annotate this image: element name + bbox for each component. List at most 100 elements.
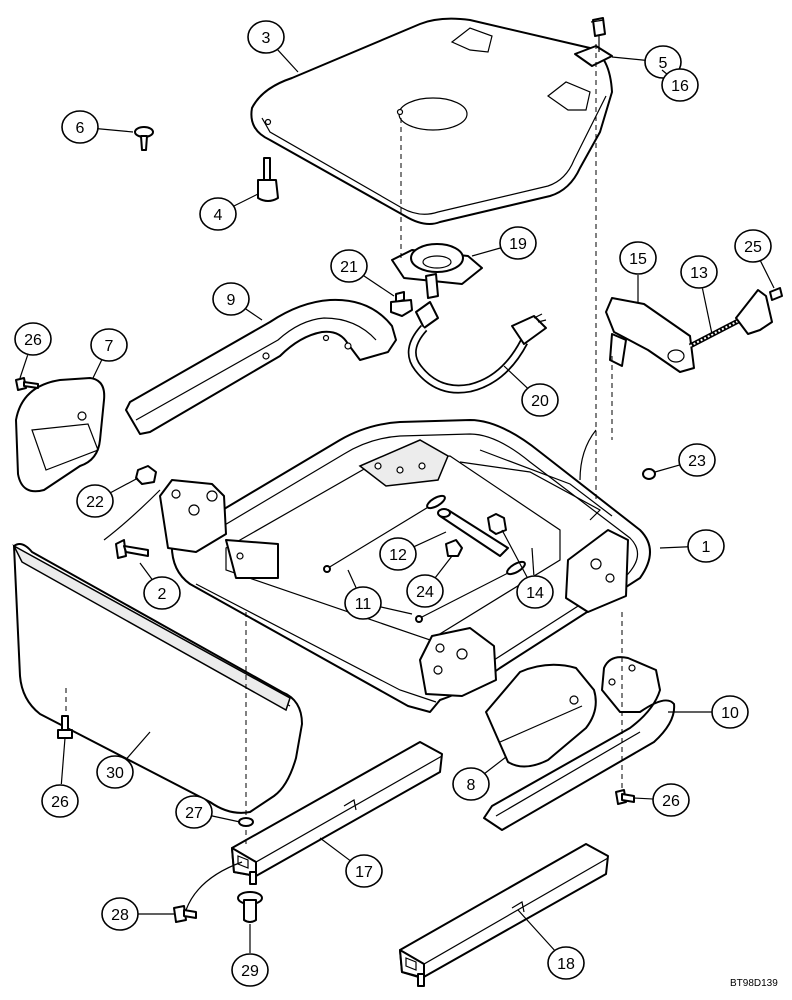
left-slide-rail-drawing bbox=[231, 741, 443, 885]
callout-circle bbox=[143, 576, 181, 610]
callout-circle bbox=[41, 784, 79, 818]
callout-circle bbox=[547, 946, 585, 980]
callout-label: 26 bbox=[51, 794, 69, 811]
lever-bracket-drawing bbox=[605, 297, 695, 373]
callout-6-push-rivet: 6 bbox=[61, 110, 134, 144]
callout-29-spacer: 29 bbox=[231, 924, 269, 987]
callout-13-adjuster-screw: 13 bbox=[680, 255, 718, 335]
callout-circle bbox=[247, 20, 285, 54]
bolt-26b-drawing bbox=[57, 688, 73, 739]
callout-label: 21 bbox=[340, 259, 358, 276]
callout-label: 30 bbox=[106, 765, 124, 782]
bracket-drawing bbox=[574, 17, 613, 67]
callout-label: 7 bbox=[105, 338, 114, 355]
callout-label: 9 bbox=[227, 292, 236, 309]
push-rivet-drawing bbox=[134, 126, 154, 151]
bolt-2-drawing bbox=[103, 489, 161, 559]
callout-label: 8 bbox=[467, 777, 476, 794]
callout-4-stud: 4 bbox=[199, 193, 259, 231]
callout-label: 6 bbox=[76, 120, 85, 137]
callout-leader bbox=[210, 815, 241, 823]
alignment-lines bbox=[579, 44, 613, 500]
washer-23-drawing bbox=[642, 468, 656, 480]
callout-circle bbox=[661, 68, 699, 102]
callout-circle bbox=[678, 443, 716, 477]
callout-label: 17 bbox=[355, 864, 373, 881]
callout-circle bbox=[734, 229, 772, 263]
callout-label: 28 bbox=[111, 907, 129, 924]
set-screw-drawing bbox=[769, 287, 783, 301]
callout-24-nut: 24 bbox=[406, 555, 453, 608]
callout-circle bbox=[344, 586, 382, 620]
callout-label: 27 bbox=[185, 805, 203, 822]
callout-28-bolt: 28 bbox=[101, 897, 174, 931]
bushing-drawing bbox=[487, 513, 507, 535]
callout-label: 4 bbox=[214, 207, 223, 224]
callout-label: 15 bbox=[629, 251, 647, 268]
callout-circle bbox=[652, 783, 690, 817]
seat-switch-drawing bbox=[391, 118, 483, 299]
nut-24-drawing bbox=[445, 539, 463, 557]
callout-16-screw: 16 bbox=[661, 68, 699, 102]
callout-26-bolt: 26 bbox=[41, 737, 79, 818]
callout-label: 24 bbox=[416, 584, 434, 601]
callout-circle bbox=[175, 795, 213, 829]
callout-leader bbox=[503, 365, 529, 389]
callout-leader bbox=[319, 837, 351, 862]
callout-leader bbox=[92, 360, 103, 379]
callout-leader bbox=[517, 909, 556, 951]
callout-27-washer: 27 bbox=[175, 795, 241, 829]
nut-21-drawing bbox=[390, 291, 413, 317]
callout-leader bbox=[125, 731, 151, 760]
callout-label: 20 bbox=[531, 393, 549, 410]
callout-circle bbox=[345, 854, 383, 888]
callout-label: 1 bbox=[702, 539, 711, 556]
callout-19-seat-switch: 19 bbox=[471, 226, 537, 260]
right-armrest-rail-drawing bbox=[483, 656, 676, 831]
callout-leader bbox=[611, 56, 647, 61]
callout-circle bbox=[61, 110, 99, 144]
callout-circle bbox=[516, 575, 554, 609]
nut-22-drawing bbox=[135, 465, 157, 485]
callout-23-washer: 23 bbox=[654, 443, 716, 477]
callout-layer: 1234567891011121314151617181920212223242… bbox=[14, 20, 775, 987]
callout-label: 25 bbox=[744, 239, 762, 256]
cable-drawing bbox=[323, 494, 526, 623]
callout-circle bbox=[14, 322, 52, 356]
bolt-26c-drawing bbox=[615, 612, 635, 805]
left-armrest-rail-drawing bbox=[125, 298, 397, 435]
callout-11-cable: 11 bbox=[344, 569, 413, 620]
callout-30-front-cover: 30 bbox=[96, 731, 151, 789]
callout-label: 23 bbox=[688, 453, 706, 470]
callout-circle bbox=[76, 484, 114, 518]
harness-drawing bbox=[407, 301, 547, 394]
callout-circle bbox=[231, 953, 269, 987]
figure-code: BT98D139 bbox=[730, 978, 778, 989]
callout-1-seat-frame: 1 bbox=[659, 529, 725, 563]
callout-8-right-side-cover: 8 bbox=[452, 756, 507, 801]
callout-leader bbox=[760, 260, 775, 289]
callout-leader bbox=[471, 247, 502, 257]
callout-15-lever-bracket: 15 bbox=[619, 241, 657, 302]
callout-leader bbox=[654, 464, 681, 473]
callout-circle bbox=[199, 197, 237, 231]
callout-leader bbox=[109, 477, 139, 494]
callout-12-pin: 12 bbox=[379, 531, 447, 571]
callout-circle bbox=[212, 282, 250, 316]
callout-circle bbox=[406, 574, 444, 608]
bolt-28-drawing bbox=[173, 861, 243, 923]
callout-leader bbox=[413, 531, 447, 548]
spacer-drawing bbox=[237, 891, 263, 923]
callout-label: 5 bbox=[659, 55, 668, 72]
callout-25-set-screw: 25 bbox=[734, 229, 775, 289]
stud-drawing bbox=[257, 157, 279, 202]
callout-label: 3 bbox=[262, 30, 271, 47]
callout-label: 22 bbox=[86, 494, 104, 511]
callout-circle bbox=[711, 695, 749, 729]
callout-circle bbox=[90, 328, 128, 362]
callout-leader bbox=[484, 756, 507, 775]
callout-10-right-armrest-rail: 10 bbox=[668, 695, 749, 729]
callout-label: 14 bbox=[526, 585, 544, 602]
callout-leader bbox=[232, 193, 259, 207]
